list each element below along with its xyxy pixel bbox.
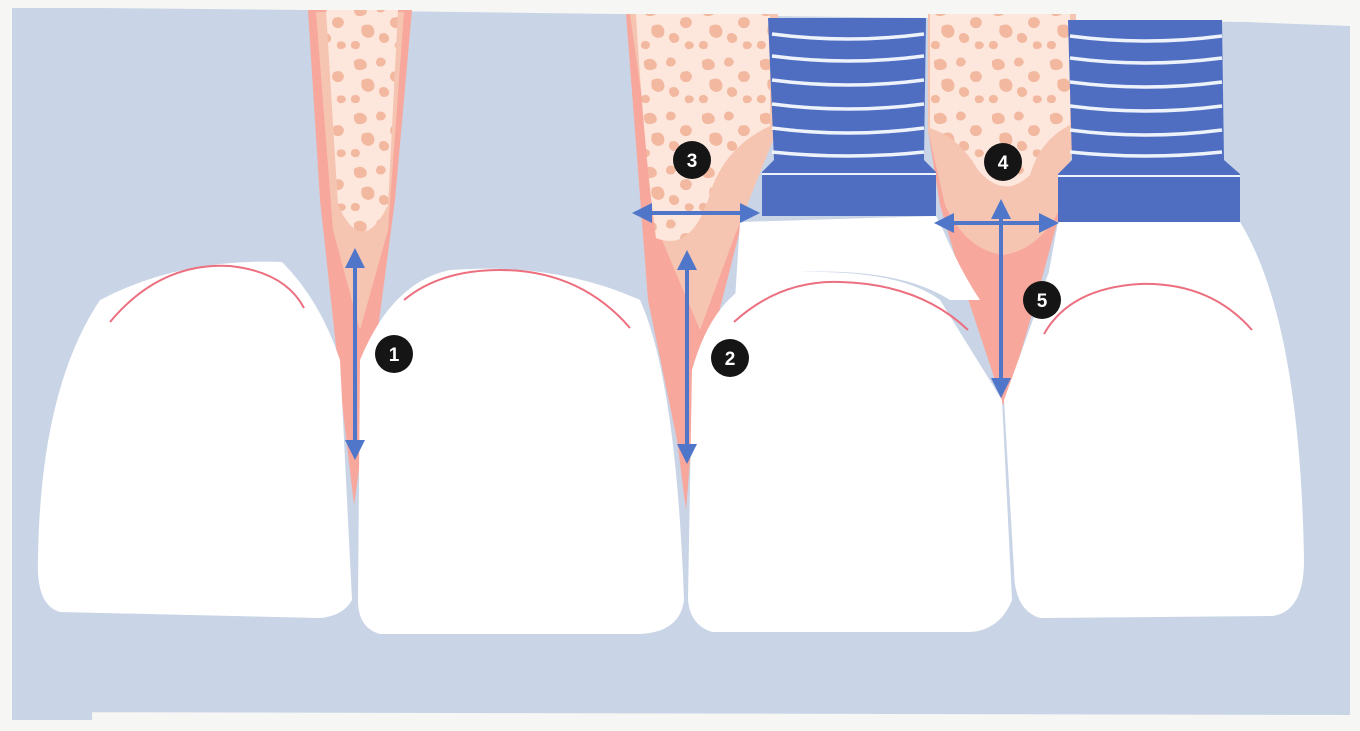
marker-3: 3 — [673, 141, 711, 179]
marker-3-label: 3 — [687, 151, 698, 172]
implant-left — [762, 18, 936, 216]
marker-4: 4 — [984, 143, 1022, 181]
marker-1-label: 1 — [389, 345, 400, 366]
tooth-2 — [358, 269, 684, 634]
marker-1: 1 — [375, 335, 413, 373]
marker-2-label: 2 — [725, 349, 736, 370]
marker-5-label: 5 — [1037, 291, 1048, 312]
implant-right — [1058, 20, 1240, 222]
marker-4-label: 4 — [998, 153, 1009, 174]
marker-2: 2 — [711, 339, 749, 377]
marker-5: 5 — [1023, 281, 1061, 319]
